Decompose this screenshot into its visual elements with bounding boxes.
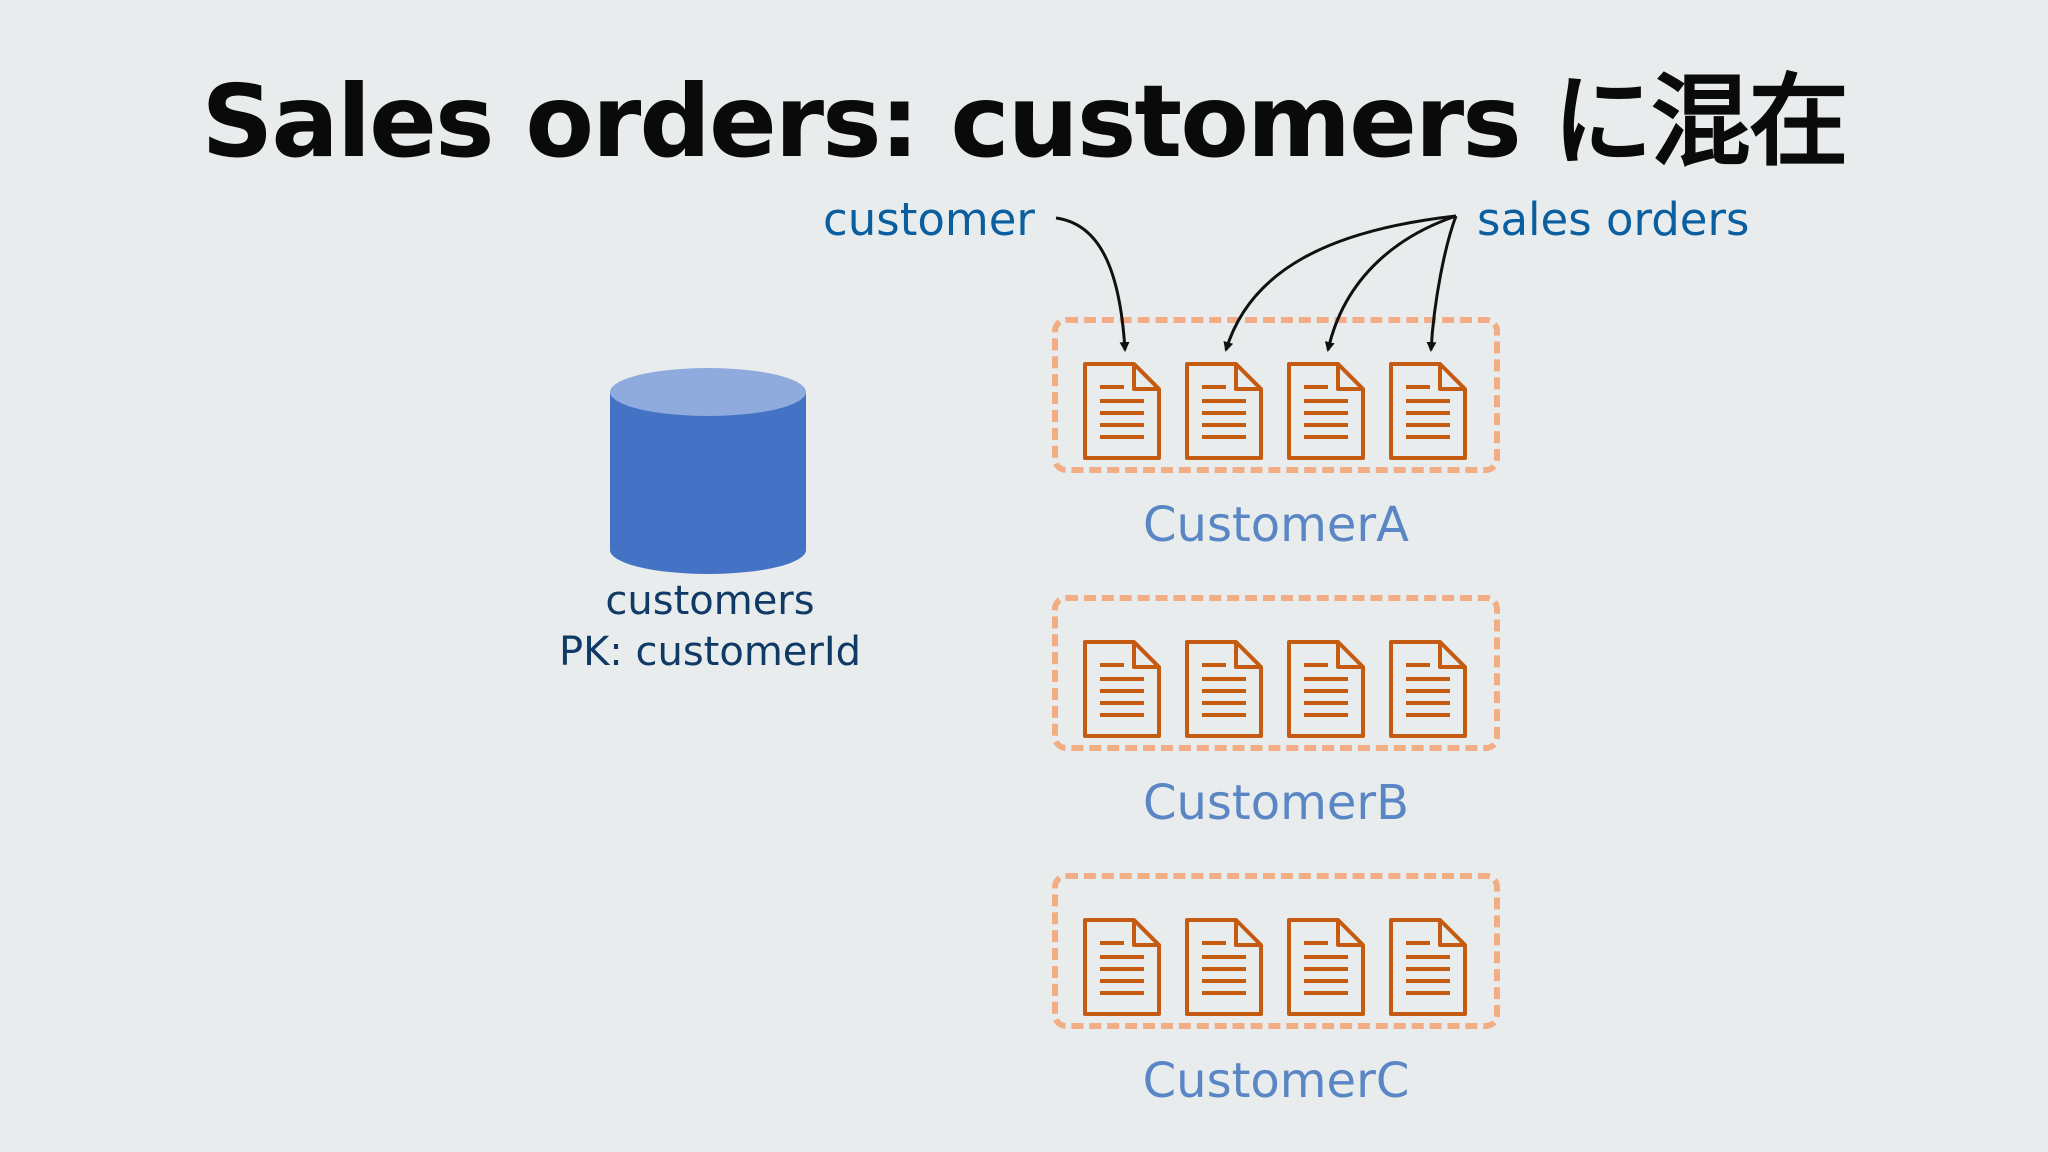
document-icon [1082,917,1162,1017]
cylinder-top [610,368,806,416]
database-cylinder-icon [608,366,808,576]
document-icon [1388,917,1468,1017]
customer-group-label: CustomerB [1142,775,1410,831]
document-icon [1388,361,1468,461]
document-icon [1184,917,1264,1017]
customer-group-label: CustomerA [1143,497,1409,553]
customer-group-box [1052,317,1500,473]
document-icon [1388,639,1468,739]
document-icon [1286,639,1366,739]
cylinder-body [610,392,806,574]
page-title: Sales orders: customers に混在 [201,63,1848,180]
customer-group-box [1052,595,1500,751]
container-caption: customers PK: customerId [470,576,950,678]
customer-group-label: CustomerC [1142,1053,1410,1109]
customer-annotation-label: customer [823,193,1035,246]
partition-key-label: PK: customerId [558,629,862,675]
sales-orders-annotation-label: sales orders [1477,193,1750,246]
document-icon [1184,361,1264,461]
document-icon [1082,639,1162,739]
document-icon [1286,361,1366,461]
document-icon [1082,361,1162,461]
customer-group-box [1052,873,1500,1029]
container-name: customers [605,578,815,624]
document-icon [1184,639,1264,739]
document-icon [1286,917,1366,1017]
